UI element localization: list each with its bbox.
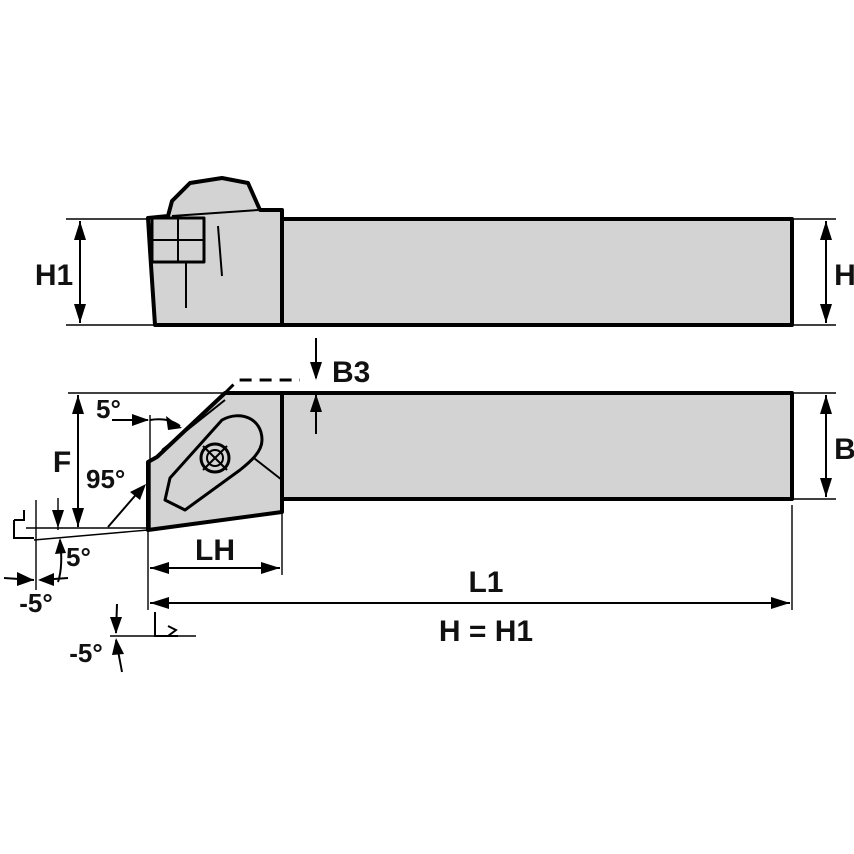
h-label: H (834, 259, 854, 292)
clearance-outline (223, 378, 300, 395)
shank-plan (280, 391, 794, 501)
clamp-screw-icon (199, 442, 231, 474)
b-label: B (834, 433, 854, 466)
lh-label: LH (195, 534, 235, 567)
cutting-edge-icon-left (13, 510, 34, 539)
side-view: H1 H (35, 176, 854, 327)
angle-95-label: 95° (86, 464, 125, 494)
h-equals-h1-label: H = H1 (439, 615, 533, 648)
cutting-edge-icon-bottom (154, 612, 178, 637)
angle-minus5-bottom-label: -5° (69, 638, 103, 668)
angle-minus5-left-label: -5° (19, 588, 53, 618)
plan-view: B3 B F 5° 95° 5° (3, 338, 854, 673)
clamp-edge (171, 209, 259, 217)
angle-5-lower-label: 5° (66, 542, 91, 572)
shank-side (280, 217, 794, 327)
h1-label: H1 (35, 259, 73, 292)
f-label: F (53, 446, 71, 479)
b3-label: B3 (332, 356, 370, 389)
angle-5-top-label: 5° (96, 394, 121, 424)
l1-label: L1 (468, 566, 503, 599)
